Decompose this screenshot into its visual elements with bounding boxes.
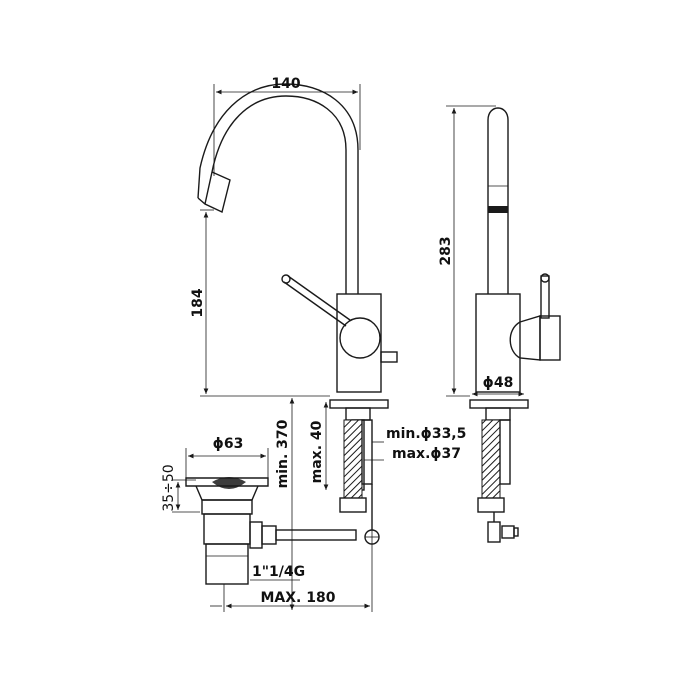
dim-waste-range: 35÷50	[161, 464, 177, 511]
dim-hole-min: min.ϕ33,5	[386, 426, 466, 442]
dim-max-length: MAX. 180	[261, 590, 336, 606]
dim-max-thickness: max. 40	[309, 420, 325, 483]
pop-up-waste	[185, 477, 357, 585]
dim-min-height: min. 370	[275, 419, 291, 488]
dim-overall-height: 283	[438, 236, 454, 265]
dim-spout-height: 184	[190, 288, 206, 317]
dimension-lines	[172, 84, 524, 612]
dim-spout-reach: 140	[271, 76, 300, 92]
dim-hole-max: max.ϕ37	[392, 446, 461, 462]
side-view-faucet	[469, 107, 561, 543]
front-view-faucet	[197, 83, 398, 612]
dim-thread: 1"1/4G	[252, 564, 305, 580]
dim-waste-diameter: ϕ63	[213, 436, 244, 452]
dim-body-diameter: ϕ48	[483, 375, 514, 391]
